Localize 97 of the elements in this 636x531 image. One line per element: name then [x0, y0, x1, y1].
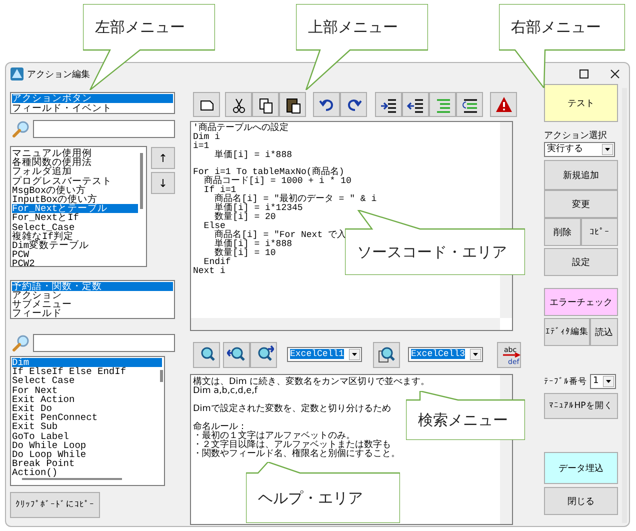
list-item: Do While Loop [12, 440, 88, 450]
help-text-line: ・２文字目以降は、アルファベットまたは数字も [193, 441, 391, 450]
field-label: ﾃｰﾌﾞﾙ番号 [544, 376, 587, 388]
list-item: Exit Action [12, 394, 76, 404]
toolbar-button [223, 342, 250, 368]
code-line: Next i [193, 267, 226, 276]
toolbar-button [456, 92, 483, 117]
list-item: Action() [12, 468, 59, 478]
insert-data-button: データ埋込 [544, 452, 618, 484]
list-item: 複雑なIf判定 [12, 232, 74, 242]
code-line: 数量[i] = 20 [214, 213, 276, 222]
dropdown: ExcelCell1 [287, 347, 362, 362]
code-line: Else [204, 222, 226, 231]
list-item: Exit Sub [12, 422, 58, 432]
help-text-line: 構文は、Dim に続き、変数名をカンマ区切りで並べます。 [193, 378, 430, 387]
code-line: i=1 [193, 142, 210, 151]
toolbar-button [225, 92, 252, 117]
list-item: フィールド・イベント [12, 104, 113, 113]
list-item: For Next [12, 386, 58, 395]
load-button: 読込 [590, 318, 618, 346]
list-item: PCW [12, 250, 30, 260]
list-item: PCW2 [12, 259, 36, 269]
list-item: Select Case [12, 376, 76, 386]
code-line: 数量[i] = 10 [214, 249, 276, 258]
list-item: Dim変数テーブル [12, 241, 90, 250]
dropdown: 1 [590, 374, 616, 389]
window-title: アクション編集 [27, 68, 90, 81]
callout: 右部メニュー [499, 4, 625, 88]
manual-button: ﾏﾆｭｱﾙHPを開く [544, 393, 618, 419]
callout: ソースコード・エリア [345, 210, 525, 275]
toolbar-button [490, 92, 517, 117]
toolbar-button [497, 342, 521, 368]
copy-to-clipboard-button: ｸﾘｯﾌﾟﾎﾞｰﾄﾞにｺﾋﾟｰ [10, 492, 100, 518]
list-item: MsgBoxの使い方 [12, 186, 86, 196]
toolbar-button [250, 342, 277, 368]
list-item: Select_Case [12, 222, 76, 232]
toolbar-button [252, 92, 279, 117]
copy-button: ｺﾋﾟｰ [581, 218, 618, 246]
selected-list-item: アクションボタン [12, 94, 173, 104]
list-item: Exit PenConnect [12, 413, 99, 422]
code-line: Endif [204, 258, 231, 267]
up-arrow-button: ↑ [151, 147, 175, 169]
code-line: If i=1 [204, 186, 236, 195]
help-text-line: ・最初の１文字はアルファベットのみ。 [193, 432, 355, 441]
help-text-line: Dim a,b,c,d,e,f [193, 387, 258, 396]
close-button: 閉じる [544, 487, 618, 515]
list-item: If ElseIf Else EndIf [12, 367, 128, 376]
code-line: 単価[i] = i*888 [214, 240, 292, 249]
code-line: 単価[i] = i*12345 [214, 204, 303, 213]
callout: 検索メニュー [406, 391, 525, 440]
callout: ヘルプ・エリア [246, 462, 400, 523]
selected-list-item: Dim [12, 358, 162, 368]
list-item: InputBoxの使い方 [12, 195, 98, 204]
down-arrow-button: ↓ [151, 172, 175, 194]
settings-button: 設定 [544, 248, 618, 276]
toolbar-button [193, 92, 220, 117]
list-item: Do Loop While [12, 450, 88, 460]
editor-button: ｴﾃﾞｨﾀ編集 [544, 318, 590, 346]
toolbar-button [373, 342, 400, 368]
list-item: アクション [12, 291, 62, 300]
dropdown: 実行する [544, 142, 615, 157]
code-line: 単価[i] = i*888 [214, 151, 292, 160]
delete-button: 削除 [544, 218, 581, 246]
list-item: 各種関数の使用法 [12, 158, 93, 168]
error-check-button: エラーチェック [544, 288, 618, 316]
selected-list-item: For_Nextとテーブル [12, 204, 138, 214]
help-text-line: ・関数やフィールド名、権限名と別個にすること。 [193, 450, 400, 459]
toolbar-button [313, 92, 340, 117]
dropdown: ExcelCell3 [408, 347, 483, 362]
code-line: '商品テーブルへの設定 [193, 124, 288, 133]
list-item: フィールド [12, 309, 63, 318]
callout: 上部メニュー [296, 4, 428, 90]
list-item: GoTo Label [12, 432, 70, 441]
add-button: 新規追加 [544, 160, 618, 190]
help-text-line: Dimで設定された変数を、定数と切り分けるため [193, 405, 391, 414]
list-item: Break Point [12, 459, 76, 468]
code-line: 商品名[i] = "For Next で入 [214, 231, 346, 240]
list-item: フォルダ追加 [12, 167, 72, 177]
toolbar-button [340, 92, 367, 117]
list-item: プログレスバーテスト [12, 176, 113, 186]
code-line: For i=1 To tableMaxNo(商品名) [193, 168, 344, 177]
change-button: 変更 [544, 190, 618, 218]
code-line: 商品コード[i] = 1000 + i * 10 [204, 177, 352, 186]
toolbar-button [279, 92, 306, 117]
test-button: テスト [544, 84, 618, 122]
help-text-line: 命名ルール： [193, 423, 247, 432]
list-item: Exit Do [12, 404, 52, 414]
code-line: 商品名[i] = "最初のデータ = " & i [214, 195, 377, 204]
field-label: アクション選択 [544, 130, 607, 142]
code-line: Dim i [193, 133, 220, 142]
toolbar-button [193, 342, 220, 368]
toolbar-button [429, 92, 456, 117]
toolbar-button [375, 92, 402, 117]
list-item: For_NextとIf [12, 213, 80, 223]
toolbar-button [402, 92, 429, 117]
list-item: サブメニュー [12, 300, 73, 310]
list-item: マニュアル使用例 [12, 149, 93, 158]
